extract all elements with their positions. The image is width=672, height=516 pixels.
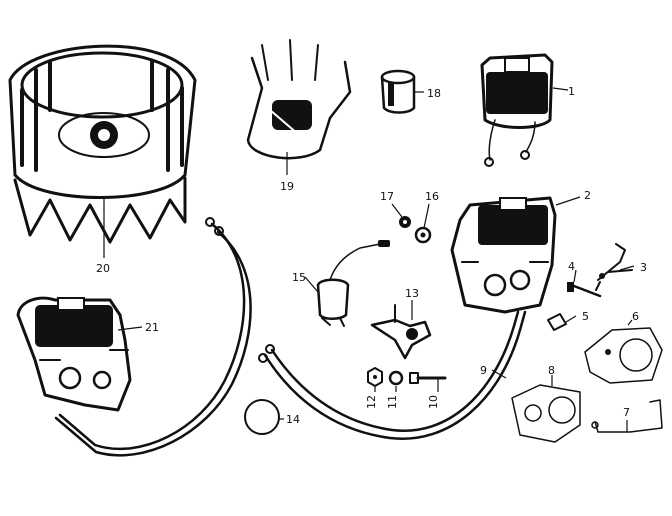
wire-clip-drawing — [591, 399, 663, 433]
callout-13: 13 — [405, 287, 419, 300]
callout-9: 9 — [480, 364, 487, 377]
callout-7: 7 — [623, 406, 630, 419]
callout-21: 21 — [145, 321, 159, 334]
leader-lines — [103, 87, 635, 432]
callout-5: 5 — [582, 310, 589, 323]
callout-10: 10 — [427, 395, 440, 409]
spring-clip-drawing — [595, 243, 633, 291]
callout-17: 17 — [380, 190, 394, 203]
callout-6: 6 — [632, 310, 639, 323]
callout-11: 11 — [386, 395, 399, 409]
washer-drawing — [414, 226, 432, 244]
lock-washer-drawing — [388, 370, 404, 386]
screw-drawing — [409, 372, 447, 384]
bolt-drawing — [567, 282, 602, 298]
callout-8: 8 — [548, 364, 555, 377]
callout-15: 15 — [292, 271, 306, 284]
coil-drawing — [480, 53, 554, 167]
callout-4: 4 — [568, 260, 575, 273]
callout-labels: 1 2 3 4 5 6 7 8 9 10 11 12 13 14 15 16 1… — [96, 85, 647, 426]
callout-19: 19 — [280, 180, 294, 193]
callout-18: 18 — [427, 87, 441, 100]
callout-20: 20 — [96, 262, 110, 275]
small-plate-drawing — [547, 313, 567, 331]
flywheel-drawing — [8, 44, 197, 244]
wire-cables — [54, 217, 527, 457]
callout-1: 1 — [568, 85, 575, 98]
plate-drawing — [584, 327, 663, 384]
side-assembly-drawing — [16, 296, 132, 412]
gasket-ring-drawing — [244, 399, 280, 435]
callout-3: 3 — [640, 261, 647, 274]
bushing-drawing — [380, 69, 416, 114]
breaker-points-drawing — [370, 304, 432, 360]
bracket-drawing — [246, 39, 352, 160]
callout-16: 16 — [425, 190, 439, 203]
callout-2: 2 — [584, 189, 591, 202]
magneto-assembly-drawing — [450, 196, 557, 314]
condenser-drawing — [316, 240, 390, 327]
hex-nut-drawing — [367, 367, 383, 387]
small-nut-drawing — [399, 216, 411, 228]
callout-12: 12 — [365, 395, 378, 409]
callout-14: 14 — [286, 413, 300, 426]
cover-plate-drawing — [511, 384, 581, 443]
